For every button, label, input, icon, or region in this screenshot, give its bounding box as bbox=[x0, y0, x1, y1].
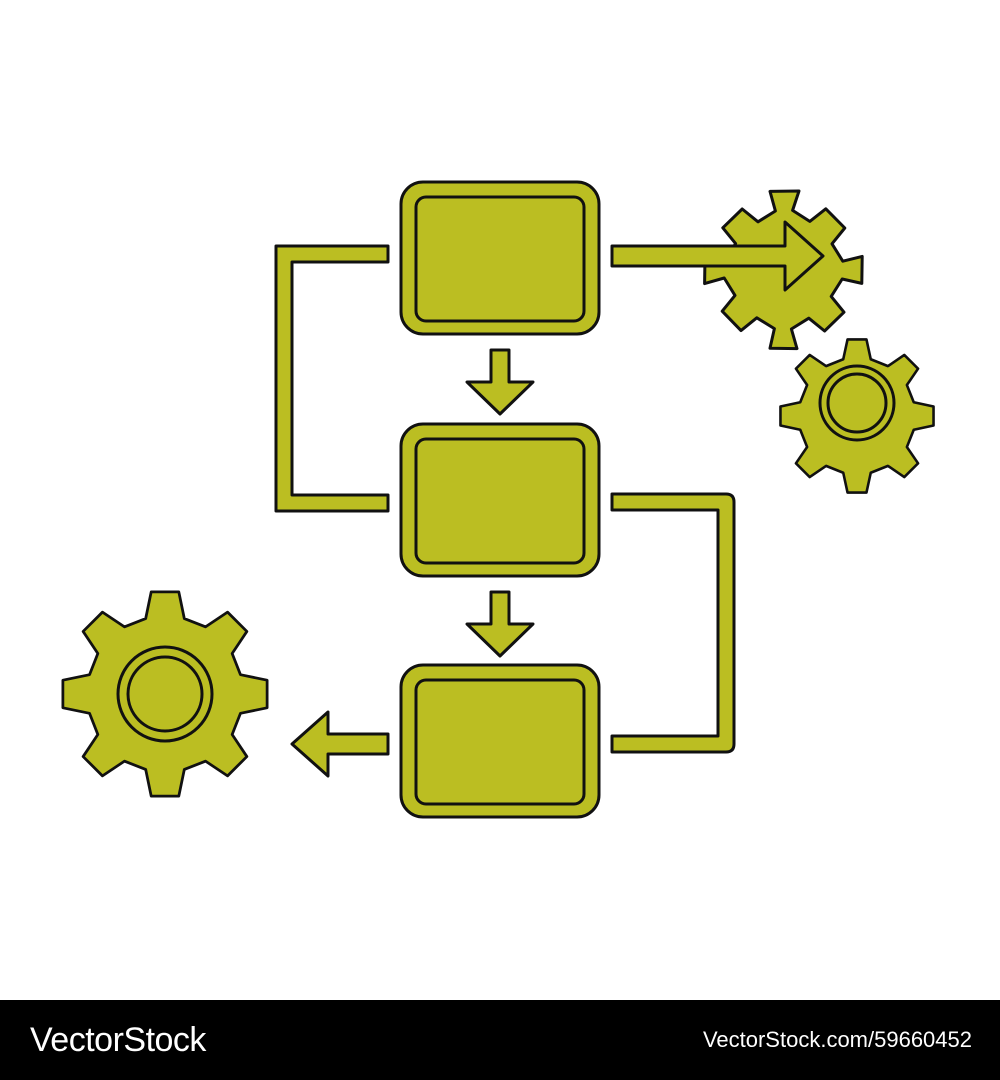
gear-icon bbox=[779, 338, 935, 494]
gear-icon bbox=[703, 189, 864, 351]
left-connector bbox=[274, 244, 390, 513]
process-box-middle bbox=[399, 422, 601, 578]
down-arrow bbox=[465, 348, 535, 416]
process-box-bottom bbox=[399, 663, 601, 819]
down-arrow bbox=[465, 590, 535, 658]
gear-icon bbox=[61, 590, 269, 798]
left-arrow bbox=[290, 710, 390, 778]
watermark-footer: VectorStock VectorStock.com/59660452 bbox=[0, 1000, 1000, 1080]
brand-logo-text: VectorStock bbox=[30, 1020, 206, 1059]
process-box-top bbox=[399, 180, 601, 336]
flowchart-illustration: .f { fill: #bbbe22; stroke: #111; stroke… bbox=[61, 180, 935, 819]
right-connector bbox=[610, 492, 736, 754]
right-arrow bbox=[610, 220, 825, 292]
image-id-text: VectorStock.com/59660452 bbox=[702, 1027, 972, 1052]
